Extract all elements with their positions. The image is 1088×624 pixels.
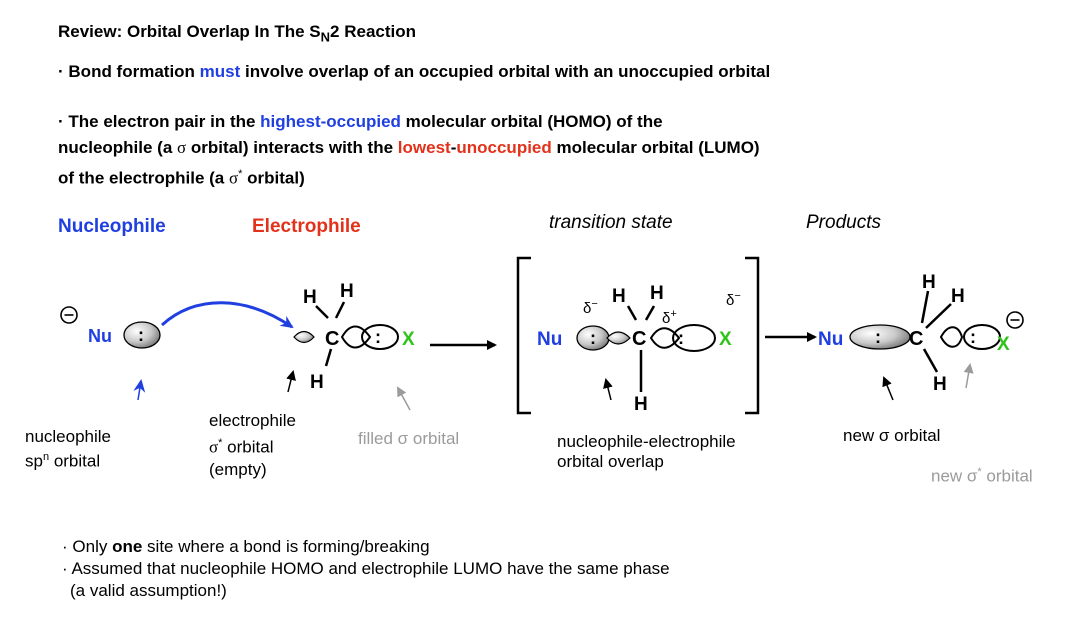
svg-text::: : — [875, 327, 881, 347]
negative-charge-icon — [60, 306, 78, 324]
ts-left-bracket — [516, 256, 531, 415]
heading-products: Products — [806, 212, 881, 233]
new-sigma-star-orbital — [939, 326, 964, 348]
svg-text:X: X — [719, 329, 732, 350]
electrophile-pointer — [286, 370, 296, 393]
ts-delta-minus-2: δ− — [726, 290, 741, 309]
label-electrophile-orbital: electrophile σ* orbital (empty) — [209, 411, 296, 479]
bullet-bond-formation: · Bond formation must involve overlap of… — [58, 62, 771, 81]
electrophile-group: C H H H : X — [286, 281, 415, 411]
products-group: Nu : C H H H : X — [818, 272, 1024, 401]
filled-orbital-pointer — [397, 386, 411, 411]
h-atom-1: H — [303, 287, 317, 308]
ts-delta-minus-1: δ− — [583, 298, 598, 317]
label-overlap: nucleophile-electrophile orbital overlap — [557, 432, 736, 471]
note-one-site: · Only one site where a bond is forming/… — [62, 537, 430, 556]
svg-text:H: H — [922, 272, 936, 293]
nu-atom: Nu — [88, 326, 112, 346]
svg-text::: : — [590, 328, 596, 348]
h-atom-3: H — [310, 372, 324, 393]
page-title: Review: Orbital Overlap In The SN2 React… — [58, 22, 417, 45]
label-nucleophile-orbital: nucleophile spn orbital — [25, 427, 112, 471]
emphasis-must: must — [199, 62, 241, 81]
emphasis-lowest: lowest — [397, 138, 451, 157]
leaving-group-x: X — [402, 329, 415, 350]
heading-nucleophile: Nucleophile — [58, 216, 166, 237]
ts-right-bracket — [745, 256, 760, 415]
svg-text:H: H — [612, 286, 626, 307]
electron-flow-arrow — [160, 301, 294, 329]
label-new-sigma-star: new σ* orbital — [931, 466, 1033, 486]
heading-transition-state: transition state — [549, 212, 673, 233]
bullet-homo-lumo: · The electron pair in the highest-occup… — [58, 112, 760, 188]
heading-electrophile: Electrophile — [252, 216, 361, 237]
svg-text:H: H — [933, 374, 947, 395]
ts-delta-plus: δ+ — [662, 308, 677, 327]
svg-text:C: C — [909, 328, 923, 350]
emphasis-unoccupied: unoccupied — [456, 138, 552, 157]
transition-state-group: δ− Nu : C H H H δ+ : X δ− — [537, 283, 741, 415]
svg-text:Nu: Nu — [537, 329, 562, 350]
svg-text:Nu: Nu — [818, 329, 843, 350]
overlap-pointer — [603, 378, 613, 401]
nucleophile-orbital — [123, 321, 161, 349]
svg-text:H: H — [634, 394, 648, 415]
sigma-star-back-lobe — [293, 330, 315, 344]
new-sigma-orbital — [849, 324, 911, 350]
label-filled-sigma: filled σ orbital — [358, 429, 460, 448]
h-atom-2: H — [340, 281, 354, 302]
svg-text:X: X — [997, 334, 1010, 355]
new-sigma-pointer — [882, 376, 894, 401]
new-sigma-star-pointer — [963, 363, 974, 389]
svg-text:H: H — [951, 286, 965, 307]
svg-text::: : — [375, 327, 381, 347]
note-same-phase: · Assumed that nucleophile HOMO and elec… — [62, 559, 670, 578]
emphasis-highest-occupied: highest-occupied — [260, 112, 401, 131]
nucleophile-group: Nu : — [60, 301, 294, 401]
svg-text:H: H — [650, 283, 664, 304]
note-valid-assumption: (a valid assumption!) — [70, 581, 227, 600]
nucleophile-pointer — [133, 379, 146, 401]
carbon-atom: C — [325, 328, 339, 350]
svg-text::: : — [970, 327, 976, 347]
svg-text::: : — [678, 328, 684, 348]
filled-sigma-orbital — [361, 324, 399, 350]
bottom-notes: · Only one site where a bond is forming/… — [62, 536, 670, 602]
product-negative-charge-icon — [1006, 311, 1024, 329]
lone-pair: : — [138, 325, 144, 345]
label-new-sigma: new σ orbital — [843, 426, 941, 445]
svg-text:C: C — [632, 328, 646, 350]
